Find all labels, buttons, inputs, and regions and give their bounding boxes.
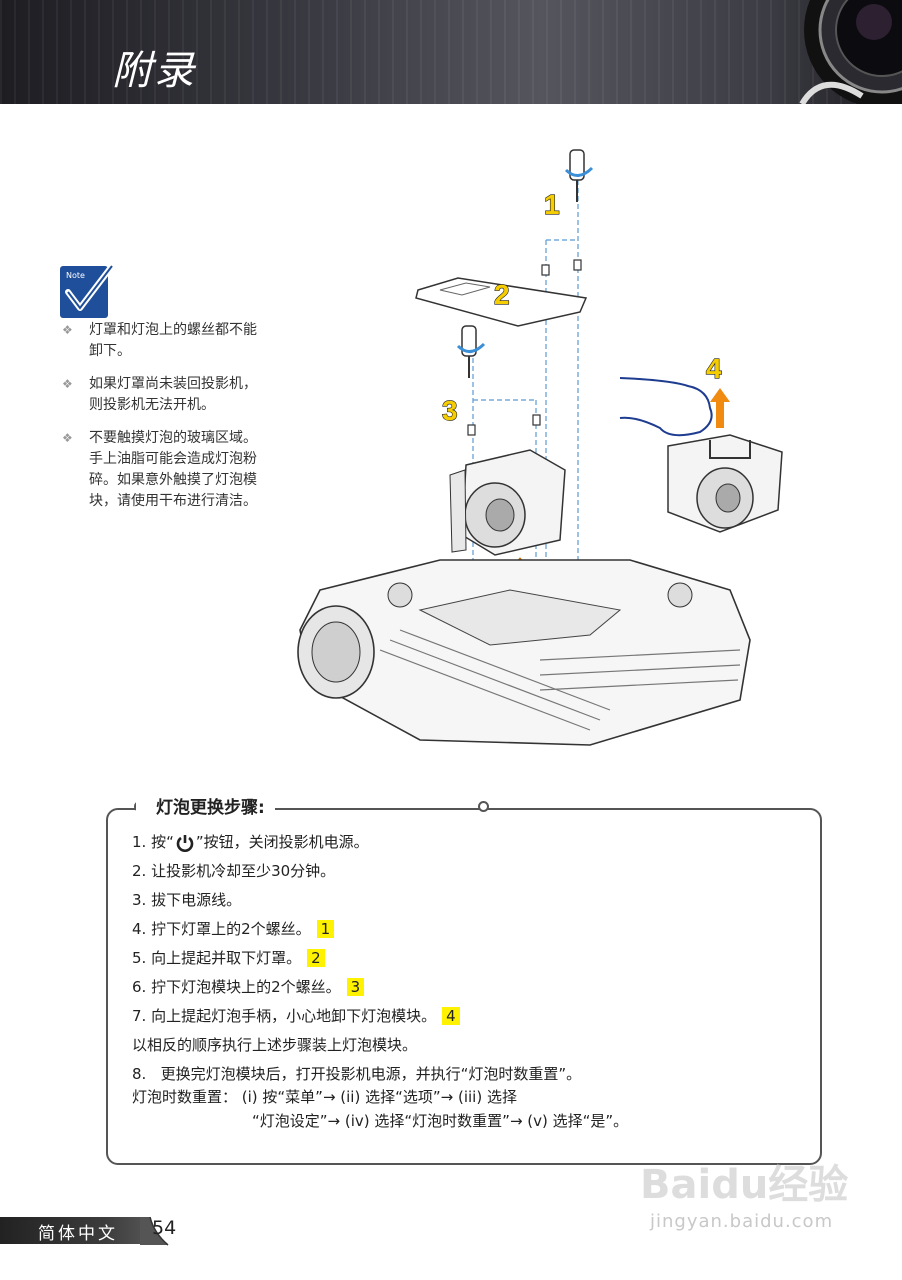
hand-icon — [619, 377, 713, 437]
step-item: 4. 拧下灯罩上的2个螺丝。1 — [132, 915, 581, 944]
lamp-module-removed — [667, 434, 783, 533]
step-item: 8. 更换完灯泡模块后，打开投影机电源，并执行“灯泡时数重置”。 — [132, 1065, 582, 1083]
step-badge: 1 — [316, 920, 335, 938]
note-list: ❖灯罩和灯泡上的螺丝都不能卸下。 ❖如果灯罩尚未装回投影机，则投影机无法开机。 … — [62, 320, 262, 524]
lamp-cover — [415, 277, 588, 327]
header-pattern — [0, 0, 902, 104]
diamond-bullet-icon: ❖ — [62, 377, 73, 391]
lamp-module — [449, 449, 566, 556]
note-item: ❖如果灯罩尚未装回投影机，则投影机无法开机。 — [62, 376, 257, 413]
page-header: 附录 — [0, 0, 902, 104]
note-label: Note — [66, 271, 85, 280]
reset-line-2: “灯泡设定”→ (iv) 选择“灯泡时数重置”→ (v) 选择“是”。 — [252, 1112, 629, 1130]
diamond-bullet-icon: ❖ — [62, 431, 73, 445]
note-item: ❖不要触摸灯泡的玻璃区域。 手上油脂可能会造成灯泡粉碎。如果意外触摸了灯泡模块，… — [62, 430, 257, 509]
up-arrow-icon — [710, 388, 730, 428]
step-marker-1: 1 — [544, 189, 560, 220]
steps-panel — [106, 808, 822, 1165]
lamp-reset-instructions: 灯泡时数重置： (i) 按“菜单”→ (ii) 选择“选项”→ (iii) 选择… — [132, 1085, 628, 1133]
title-dot-right — [478, 801, 489, 812]
step-list: 1. 按“”按钮，关闭投影机电源。 2. 让投影机冷却至少30分钟。 3. 拔下… — [132, 828, 581, 1089]
step-item: 3. 拔下电源线。 — [132, 891, 242, 909]
step-item: 5. 向上提起并取下灯罩。2 — [132, 944, 581, 973]
step-item: 7. 向上提起灯泡手柄，小心地卸下灯泡模块。4 — [132, 1002, 581, 1031]
power-icon — [176, 834, 194, 852]
step-item: 2. 让投影机冷却至少30分钟。 — [132, 862, 336, 880]
baidu-watermark-logo: Baidu经验 — [640, 1162, 848, 1208]
language-label: 简体中文 — [38, 1224, 118, 1244]
reset-line-1: 灯泡时数重置： (i) 按“菜单”→ (ii) 选择“选项”→ (iii) 选择 — [132, 1088, 517, 1106]
step-badge: 3 — [346, 978, 365, 996]
step-marker-2: 2 — [494, 279, 510, 310]
lamp-replacement-diagram: 1 2 3 4 — [297, 149, 783, 746]
reverse-note: 以相反的顺序执行上述步骤装上灯泡模块。 — [132, 1036, 418, 1054]
step-badge: 2 — [307, 949, 325, 967]
step-marker-4: 4 — [706, 353, 722, 384]
step-item: 1. 按“”按钮，关闭投影机电源。 — [132, 833, 369, 852]
watermark-url: jingyan.baidu.com — [650, 1211, 834, 1232]
steps-title: 灯泡更换步骤: — [136, 793, 275, 818]
diamond-bullet-icon: ❖ — [62, 323, 73, 337]
language-tab: 简体中文 — [0, 1217, 150, 1244]
svg-text:Baidu经验: Baidu经验 — [640, 1162, 848, 1208]
note-icon: Note — [60, 263, 115, 318]
note-item: ❖灯罩和灯泡上的螺丝都不能卸下。 — [62, 322, 257, 359]
screwdriver-icon — [564, 149, 594, 202]
page-number: 54 — [152, 1217, 177, 1239]
step-item: 6. 拧下灯泡模块上的2个螺丝。3 — [132, 973, 581, 1002]
screwdriver-icon — [456, 325, 486, 378]
projector-lens-graphic — [799, 0, 902, 104]
projector-body — [297, 559, 751, 746]
step-badge: 4 — [442, 1007, 460, 1025]
step-marker-3: 3 — [442, 395, 458, 426]
footer-tab-corner — [140, 1217, 169, 1246]
page-title: 附录 — [112, 48, 196, 94]
